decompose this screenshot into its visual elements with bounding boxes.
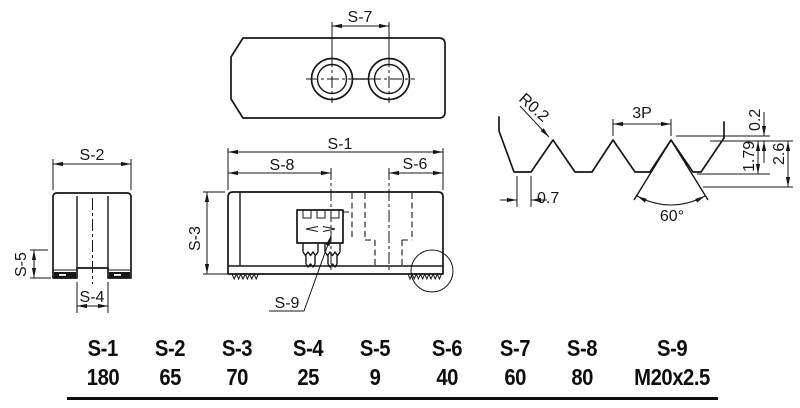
spec-col-s5: S-5 9 <box>358 336 392 392</box>
s1-extension-lines <box>227 148 444 190</box>
side-view: S-1 S-8 S-6 S-3 S-9 <box>187 136 454 312</box>
spec-header: S-2 <box>154 335 186 361</box>
top-view: S-7 <box>230 9 446 119</box>
end-view-groove-sides <box>76 196 109 268</box>
spec-header: S-4 <box>292 335 324 361</box>
serration-zigzag-left <box>231 272 259 281</box>
serration-band-left-tick <box>59 274 66 276</box>
spec-col-s7: S-7 60 <box>498 336 532 392</box>
drawing-canvas: S-7 S-2 S-5 S-4 <box>13 9 793 313</box>
spec-header: S-6 <box>431 335 463 361</box>
angle-arc <box>636 195 706 206</box>
s6-label: S-6 <box>403 156 428 173</box>
radius-leader <box>519 105 550 138</box>
spec-col-s6: S-6 40 <box>430 336 464 392</box>
s9-label: S-9 <box>275 295 300 312</box>
hidden-step-near-pocket <box>343 193 353 240</box>
side-view-outline <box>227 191 444 275</box>
serration-profile-detail: 60° 3P R0.2 0.7 0.2 1.79 2.6 <box>498 90 793 225</box>
s4-label: S-4 <box>80 289 105 306</box>
top-view-outline <box>230 37 446 119</box>
spec-value: 40 <box>436 364 458 390</box>
spec-value: 65 <box>159 364 181 390</box>
s9-leader <box>269 235 332 312</box>
spec-value: 180 <box>86 364 120 390</box>
end-view-outline <box>52 192 132 279</box>
spec-header: S-8 <box>566 335 598 361</box>
root-width-label: 0.7 <box>537 190 559 207</box>
spec-value: 25 <box>297 364 319 390</box>
serration-zigzag-right <box>407 272 442 281</box>
end-view: S-2 S-5 S-4 <box>13 147 132 313</box>
s1-label: S-1 <box>328 136 353 153</box>
s8-label: S-8 <box>270 157 295 174</box>
spec-value: 60 <box>504 364 526 390</box>
spec-header: S-3 <box>221 335 253 361</box>
tooth-height-label: 2.6 <box>771 143 788 165</box>
pitch-label: 3P <box>632 105 652 122</box>
spec-value: 70 <box>226 364 248 390</box>
s5-extension-lines <box>30 249 51 279</box>
crest-trunc-label: 0.2 <box>747 109 764 131</box>
spec-col-s9: S-9 M20x2.5 <box>629 336 715 392</box>
thread-angle-flanks <box>633 139 709 201</box>
spec-col-s2: S-2 65 <box>153 336 187 392</box>
hidden-slot-wide <box>364 193 413 240</box>
spec-col-s4: S-4 25 <box>291 336 325 392</box>
spec-value: M20x2.5 <box>634 364 710 390</box>
spec-col-s8: S-8 80 <box>565 336 599 392</box>
spec-value: 9 <box>369 364 381 390</box>
s5-label: S-5 <box>13 252 30 277</box>
serration-band-right-tick <box>114 274 121 276</box>
root-width-extension-lines <box>516 176 532 207</box>
hidden-slot-narrow <box>374 240 403 267</box>
spec-col-s1: S-1 180 <box>85 336 122 392</box>
stud-left <box>302 243 319 268</box>
s7-label: S-7 <box>348 9 373 26</box>
spec-table: S-1 180 S-2 65 S-3 70 S-4 25 S-5 9 S-6 4… <box>0 330 800 408</box>
detail-circle <box>410 249 454 293</box>
spec-header: S-7 <box>499 335 531 361</box>
key-pocket-chevrons <box>305 226 336 232</box>
angle-label: 60° <box>660 208 684 225</box>
s7-extension-lines <box>331 22 390 58</box>
tooth-depth-label: 1.79 <box>741 141 758 172</box>
serration-profile <box>498 116 725 173</box>
spec-value: 80 <box>571 364 593 390</box>
spec-header: S-1 <box>87 335 119 361</box>
s3-label: S-3 <box>187 226 204 251</box>
s2-label: S-2 <box>80 147 105 164</box>
stud-right <box>324 243 341 268</box>
key-pocket-castellation <box>302 210 340 219</box>
spec-header: S-5 <box>359 335 391 361</box>
key-pocket-outline <box>296 209 344 244</box>
pitch-extension-lines <box>612 119 672 136</box>
spec-col-s3: S-3 70 <box>220 336 254 392</box>
spec-header: S-9 <box>656 335 688 361</box>
table-rule <box>67 397 718 400</box>
